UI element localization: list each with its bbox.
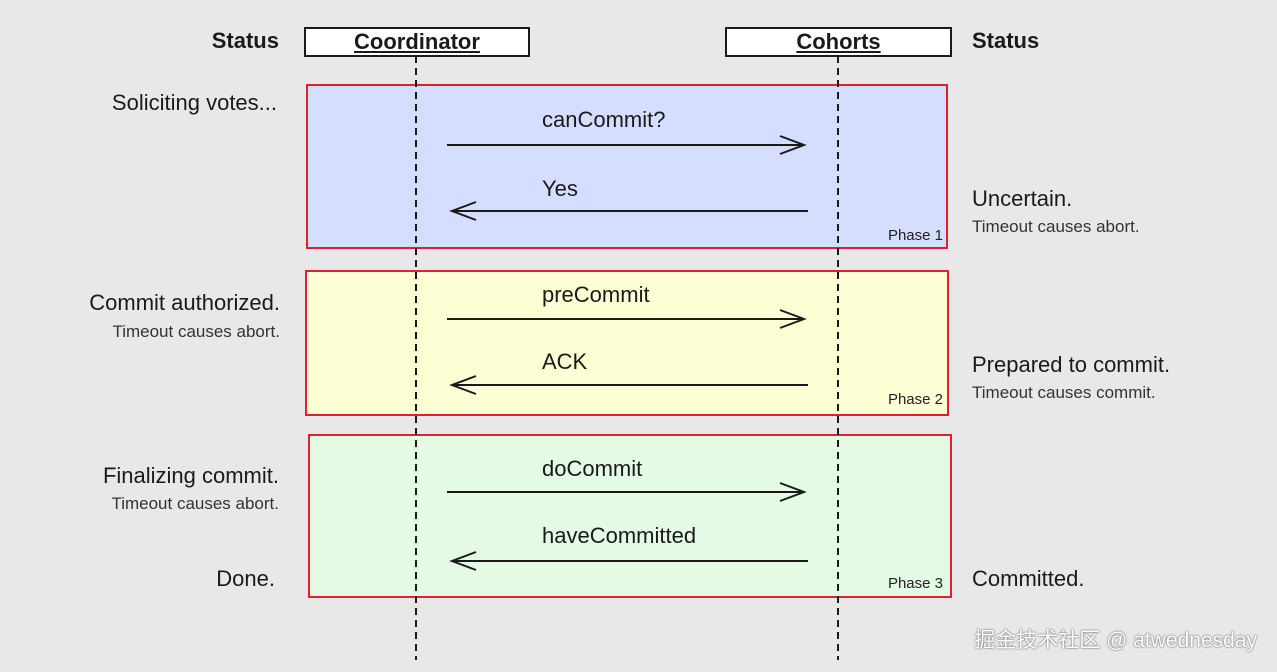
- phase-1-label: Phase 1: [887, 227, 943, 244]
- phase-3-label: Phase 3: [887, 575, 943, 592]
- coordinator-label: Coordinator: [304, 27, 530, 57]
- coordinator-status-finalizing-note: Timeout causes abort.: [111, 494, 279, 513]
- coordinator-status-finalizing: Finalizing commit.: [102, 463, 279, 488]
- arrow-docommit: [447, 482, 807, 502]
- arrow-yes: [449, 201, 808, 221]
- cohort-status-header: Status: [972, 28, 1040, 53]
- message-cancommit: canCommit?: [542, 107, 666, 132]
- phase-2-box: [305, 270, 949, 416]
- coordinator-status-soliciting: Soliciting votes...: [111, 90, 277, 115]
- watermark: 掘金技术社区 @ atwednesday: [974, 629, 1257, 652]
- arrow-ack: [449, 375, 808, 395]
- coordinator-status-authorized-note: Timeout causes abort.: [112, 322, 280, 341]
- cohort-status-uncertain: Uncertain.: [972, 186, 1073, 211]
- coordinator-status-header: Status: [211, 28, 279, 53]
- cohort-status-uncertain-note: Timeout causes abort.: [972, 217, 1140, 236]
- cohort-status-committed: Committed.: [972, 566, 1085, 591]
- message-yes: Yes: [542, 176, 578, 201]
- message-docommit: doCommit: [542, 456, 643, 481]
- cohort-status-prepared-note: Timeout causes commit.: [972, 383, 1156, 402]
- message-precommit: preCommit: [542, 282, 650, 307]
- message-havecommitted: haveCommitted: [542, 523, 697, 548]
- phase-1-box: [306, 84, 948, 249]
- phase-2-label: Phase 2: [887, 391, 943, 408]
- message-ack: ACK: [542, 349, 588, 374]
- arrow-havecommitted: [449, 551, 808, 571]
- arrow-precommit: [447, 309, 807, 329]
- cohorts-label: Cohorts: [725, 27, 952, 57]
- coordinator-status-authorized: Commit authorized.: [89, 290, 280, 315]
- cohort-status-prepared: Prepared to commit.: [972, 352, 1171, 377]
- arrow-cancommit: [447, 135, 807, 155]
- coordinator-status-done: Done.: [216, 566, 275, 591]
